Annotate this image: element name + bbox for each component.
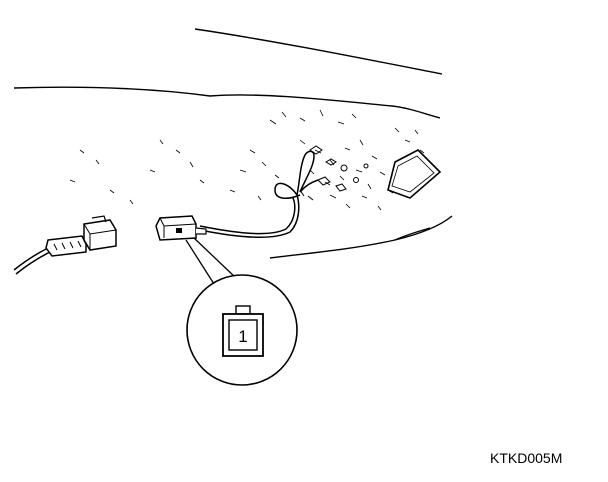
wire-harness: [199, 150, 319, 239]
figure-code: KTKD005M: [490, 450, 563, 466]
sensor-pad: [387, 149, 442, 199]
surface-shading: [69, 109, 425, 211]
terminal-pin-number: 1: [238, 327, 247, 346]
panel-outline: [13, 28, 453, 259]
component-cluster: [299, 145, 369, 201]
connector-terminal-view: 1: [186, 274, 298, 386]
mating-connector: [13, 215, 117, 275]
callout-leader: [185, 237, 237, 285]
harness-connector: [155, 215, 207, 241]
